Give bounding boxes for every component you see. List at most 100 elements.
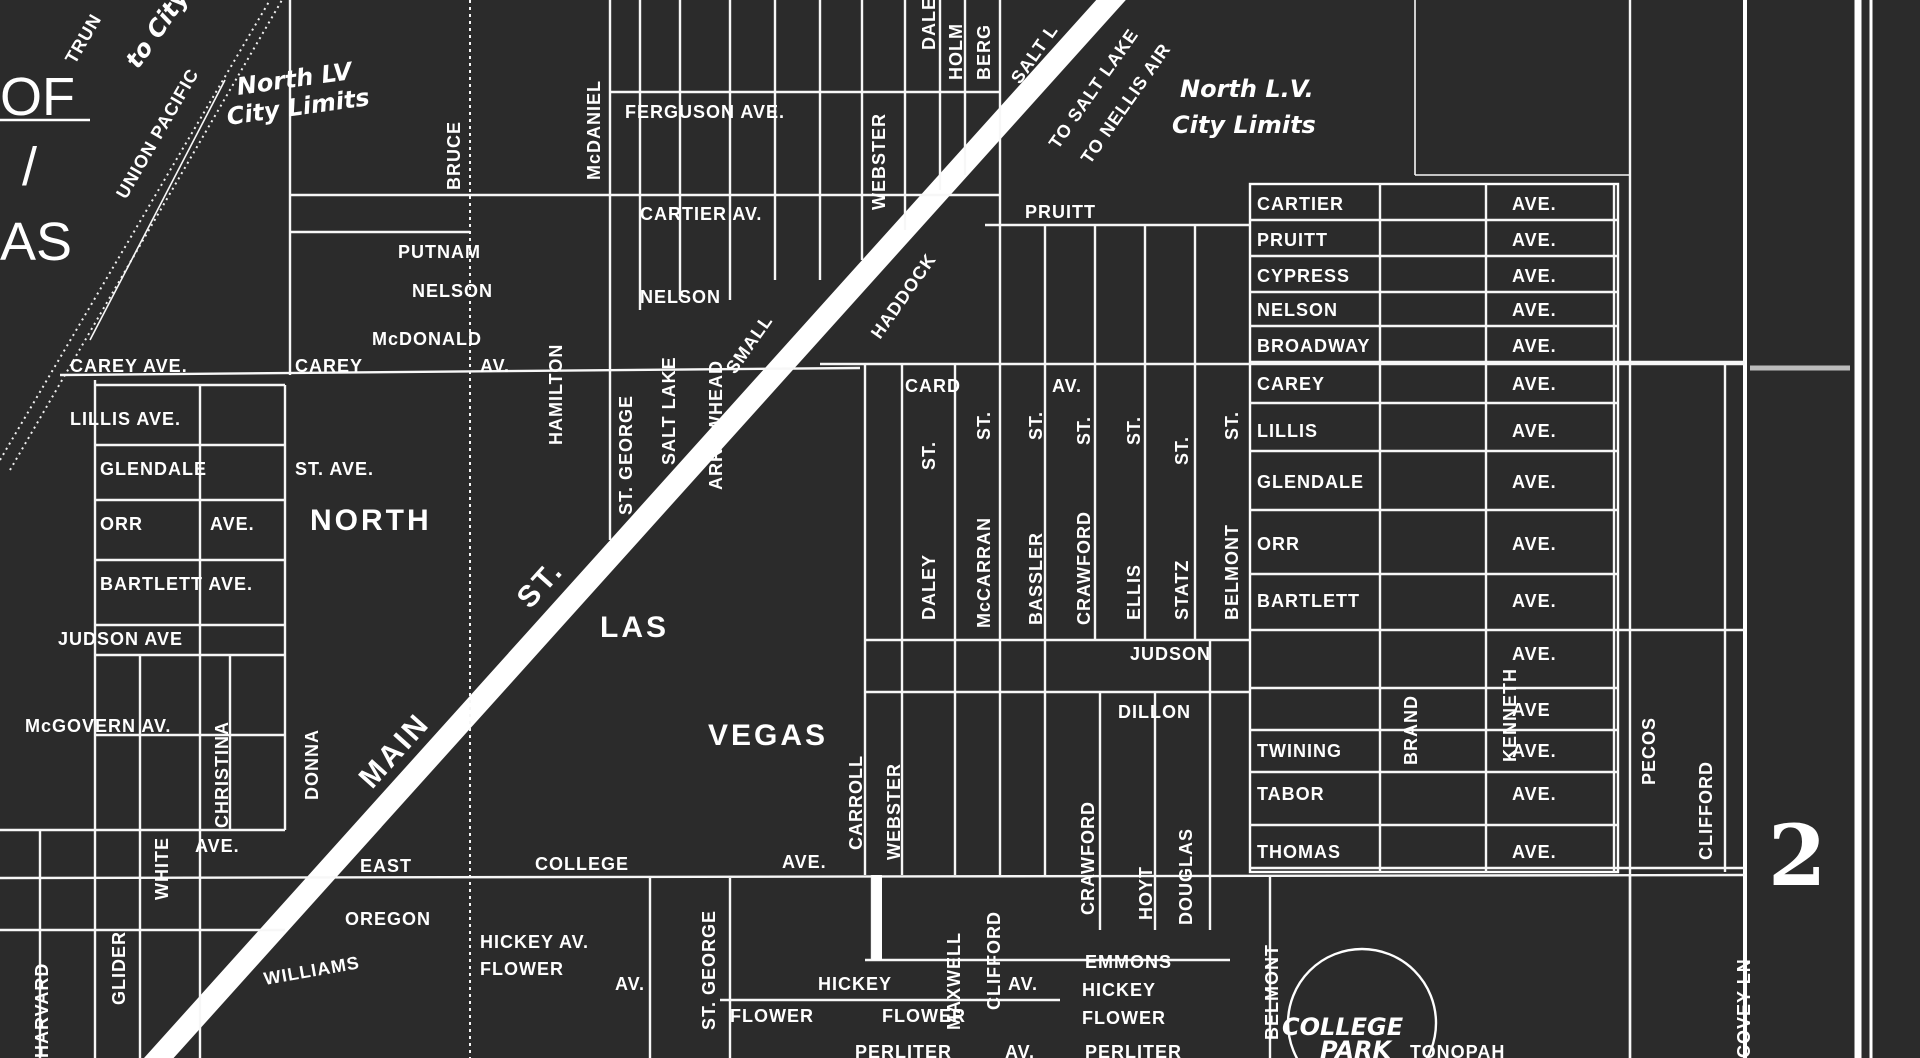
street-label-tonopah: TONOPAH xyxy=(1410,1042,1505,1058)
street-label-brand: BRAND xyxy=(1401,695,1421,765)
title-fragment: OF xyxy=(0,67,75,127)
railroad-track xyxy=(9,0,283,471)
sheet-number: 2 xyxy=(1768,806,1826,905)
street-label-carey-ave: CAREY AVE. xyxy=(70,356,188,376)
street-label-clifford: CLIFFORD xyxy=(984,911,1004,1010)
street-label-arrowhead: ARROWHEAD xyxy=(706,360,726,490)
street-label-hickey-west: HICKEY AV. xyxy=(480,932,589,952)
east-grid-row-suffix: AVE. xyxy=(1512,266,1557,286)
street-label-dale: DALE xyxy=(919,0,939,50)
street-label-mccarran: McCARRAN xyxy=(974,517,994,628)
east-grid-row-suffix: AVE. xyxy=(1512,230,1557,250)
street-label-hoyt: HOYT xyxy=(1136,866,1156,920)
street-label-ferguson: FERGUSON AVE. xyxy=(625,102,785,122)
street-label-av-hickey: AV. xyxy=(1008,974,1038,994)
street-label-covey: COVEY LN xyxy=(1734,958,1754,1058)
east-grid-row-suffix: AVE xyxy=(1512,700,1551,720)
street-label-av: AV. xyxy=(480,356,510,376)
street-label-perliter-east: PERLITER xyxy=(1085,1042,1182,1058)
street-label-daley: DALEY xyxy=(919,554,939,620)
svg-text:ST.: ST. xyxy=(1124,416,1144,445)
city-limits-note: North L.V. xyxy=(1180,75,1314,103)
rail-spur xyxy=(89,79,226,341)
street-label-st-ave: ST. AVE. xyxy=(295,459,374,479)
street-label-lillis: LILLIS AVE. xyxy=(70,409,181,429)
street-label-judson-west: JUDSON AVE xyxy=(58,629,183,649)
east-grid-row-suffix: AVE. xyxy=(1512,421,1557,441)
street-label-crawford: CRAWFORD xyxy=(1074,511,1094,625)
area-label-vegas: VEGAS xyxy=(708,719,828,752)
street-label-salt-lake: SALT LAKE xyxy=(659,356,679,465)
east-grid-row-name: PRUITT xyxy=(1257,230,1328,250)
street-label-hamilton: HAMILTON xyxy=(546,344,566,445)
street-label-carey-west: CAREY xyxy=(295,356,363,376)
street-label-statz: STATZ xyxy=(1172,560,1192,620)
street-label-flower-west: FLOWER xyxy=(480,959,564,979)
street-label-webster-north: WEBSTER xyxy=(869,113,889,210)
street-label-berg: BERG xyxy=(974,24,994,80)
east-grid-row-name: THOMAS xyxy=(1257,842,1341,862)
street-label-cartier: CARTIER AV. xyxy=(640,204,762,224)
east-grid-row-suffix: AVE. xyxy=(1512,784,1557,804)
east-grid-row-name: ORR xyxy=(1257,534,1300,554)
middle-grid xyxy=(820,0,1745,930)
street-label-mcdaniel: McDANIEL xyxy=(584,80,604,180)
street-label-av-card: AV. xyxy=(1052,376,1082,396)
svg-text:ST.: ST. xyxy=(919,441,939,470)
east-grid-row-name: CARTIER xyxy=(1257,194,1344,214)
street-label-bartlett: BARTLETT AVE. xyxy=(100,574,253,594)
street-label-judson: JUDSON xyxy=(1130,644,1211,664)
city-limits-note: City Limits xyxy=(1172,111,1316,139)
street-label-webster: WEBSTER xyxy=(884,763,904,860)
east-grid-row-name: LILLIS xyxy=(1257,421,1318,441)
street-label-putnam: PUTNAM xyxy=(398,242,481,262)
east-grid-row-name: CYPRESS xyxy=(1257,266,1350,286)
college-park-circle xyxy=(1286,947,1438,1058)
street-label-ellis: ELLIS xyxy=(1124,564,1144,620)
northwest-grid xyxy=(0,0,1000,1058)
street-label-donna: DONNA xyxy=(302,729,322,800)
title-fragment: / xyxy=(22,137,37,197)
street-label-dillon: DILLON xyxy=(1118,702,1191,722)
southeast-grid xyxy=(648,875,1632,1058)
street-label-hickey: HICKEY xyxy=(818,974,892,994)
street-label-clifford-east: CLIFFORD xyxy=(1696,761,1716,860)
east-grid-row-name: BARTLETT xyxy=(1257,591,1360,611)
college-park-label: COLLEGE xyxy=(1282,1013,1404,1041)
street-label-douglas: DOUGLAS xyxy=(1176,828,1196,925)
street-label-av-flower: AV. xyxy=(615,974,645,994)
street-label-flower-far: FLOWER xyxy=(1082,1008,1166,1028)
street-label-maxwell: MAXWELL xyxy=(944,932,964,1030)
street-label-nelson: NELSON xyxy=(640,287,721,307)
street-label-white: WHITE xyxy=(152,837,172,900)
street-label-mcdonald: McDONALD xyxy=(372,329,482,349)
street-label-bruce: BRUCE xyxy=(444,121,464,190)
east-grid-row-suffix: AVE. xyxy=(1512,374,1557,394)
street-label-college: COLLEGE xyxy=(535,854,629,874)
east-grid-row-suffix: AVE. xyxy=(1512,591,1557,611)
east-grid-row-name: TWINING xyxy=(1257,741,1342,761)
street-label-glider: GLIDER xyxy=(109,931,129,1005)
street-label-av-perliter: AV. xyxy=(1005,1042,1035,1058)
street-label-flower-east: FLOWER xyxy=(882,1006,966,1026)
street-label-kenneth: KENNETH xyxy=(1500,668,1520,762)
street-label-flower-mid: FLOWER xyxy=(730,1006,814,1026)
street-label-carroll: CARROLL xyxy=(846,755,866,850)
street-label-oregon: OREGON xyxy=(345,909,431,929)
east-grid-row-name: GLENDALE xyxy=(1257,472,1364,492)
street-label-st-george-south: ST. GEORGE xyxy=(699,910,719,1030)
street-label-pecos: PECOS xyxy=(1639,717,1659,785)
east-grid-row-suffix: AVE. xyxy=(1512,194,1557,214)
street-label-card: CARD xyxy=(905,376,961,396)
street-label-nelson-west: NELSON xyxy=(412,281,493,301)
street-label-harvard: HARVARD xyxy=(32,963,52,1058)
street-label-belmont: BELMONT xyxy=(1222,524,1242,620)
east-grid-row-suffix: AVE. xyxy=(1512,644,1557,664)
area-label-north: NORTH xyxy=(310,504,432,537)
street-label-st-george: ST. GEORGE xyxy=(616,395,636,515)
street-label-holm: HOLM xyxy=(946,23,966,80)
street-label-crawford-south: CRAWFORD xyxy=(1078,801,1098,915)
svg-text:ST.: ST. xyxy=(974,411,994,440)
east-grid-row-suffix: AVE. xyxy=(1512,472,1557,492)
street-label-glendale: GLENDALE xyxy=(100,459,207,479)
